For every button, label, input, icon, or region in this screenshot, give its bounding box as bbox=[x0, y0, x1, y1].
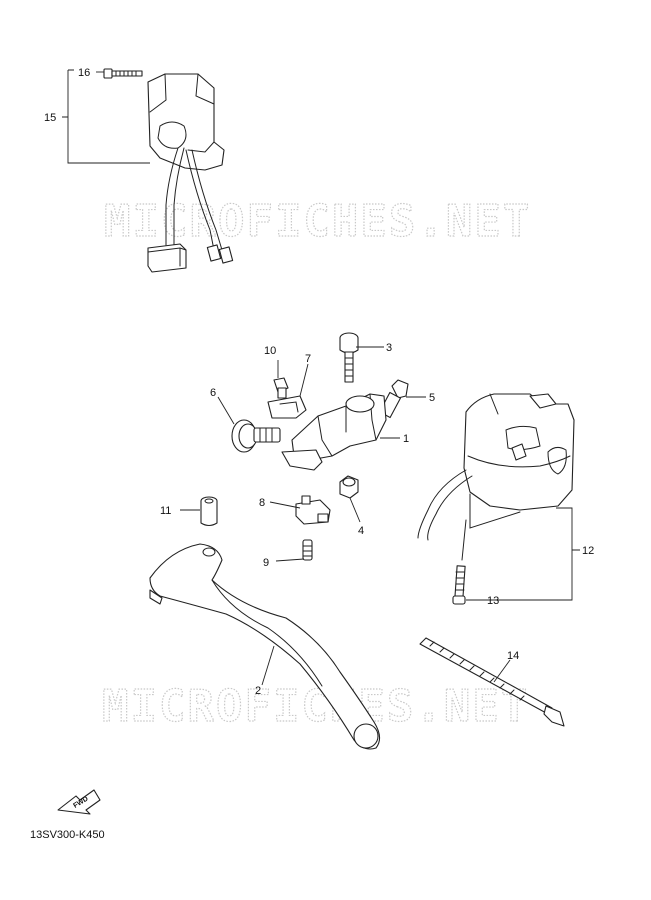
screw-13-icon bbox=[452, 519, 467, 605]
callout-16: 16 bbox=[78, 67, 90, 79]
bolt-3-icon bbox=[339, 332, 359, 383]
callout-8: 8 bbox=[259, 497, 265, 509]
callout-1: 1 bbox=[403, 433, 409, 445]
screw-9-icon bbox=[302, 539, 313, 561]
handlebar-switch-assembly-top bbox=[103, 68, 234, 273]
callout-2: 2 bbox=[255, 685, 261, 697]
callout-14: 14 bbox=[507, 650, 519, 662]
watermark-top: MICROFICHES.NET bbox=[104, 196, 531, 247]
cable-tie-14-icon bbox=[419, 637, 565, 727]
callout-4: 4 bbox=[358, 525, 364, 537]
nut-4-icon bbox=[339, 475, 359, 499]
callout-13: 13 bbox=[487, 595, 499, 607]
callout-6: 6 bbox=[210, 387, 216, 399]
forward-arrow-icon: FWD bbox=[57, 789, 101, 815]
connector-small-icon bbox=[206, 244, 234, 264]
switch-8-icon bbox=[295, 495, 331, 525]
callout-11: 11 bbox=[160, 505, 171, 517]
callout-5: 5 bbox=[429, 392, 435, 404]
screw-16-icon bbox=[103, 68, 143, 79]
callout-9: 9 bbox=[263, 557, 269, 569]
lever-holder-group bbox=[200, 332, 409, 561]
callout-12: 12 bbox=[582, 545, 594, 557]
connector-block-icon bbox=[147, 243, 187, 273]
collar-11-icon bbox=[200, 496, 218, 527]
diagram-code: 13SV300-K450 bbox=[30, 829, 105, 841]
callout-7: 7 bbox=[305, 353, 311, 365]
watermark-bottom: MICROFICHES.NET bbox=[102, 681, 529, 732]
clutch-lever-2-icon bbox=[149, 543, 381, 750]
adjuster-knob-6-icon bbox=[231, 419, 281, 453]
callout-10: 10 bbox=[264, 345, 276, 357]
callout-15: 15 bbox=[44, 112, 56, 124]
handlebar-switch-12-icon bbox=[417, 393, 575, 541]
callout-3: 3 bbox=[386, 342, 392, 354]
screw-10-icon bbox=[273, 377, 289, 399]
